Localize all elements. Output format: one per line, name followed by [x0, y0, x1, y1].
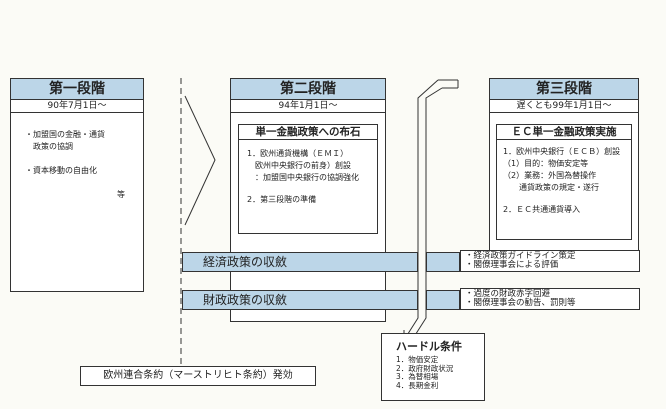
stage3-item: 1．欧州中央銀行（ＥＣＢ）創設 — [503, 147, 621, 156]
stage3-title: 第三段階 — [490, 79, 638, 100]
fiscal-band-right — [426, 290, 460, 310]
stage3-box: ＥＣ単一金融政策実施 1．欧州中央銀行（ＥＣＢ）創設 （1）目的：物価安定等 （… — [496, 124, 632, 240]
fiscal-band: 財政政策の収斂 — [182, 290, 418, 310]
stage3-date: 遅くとも99年1月1日～ — [490, 100, 638, 113]
stage1-panel: 第一段階 90年7月1日～ ・加盟国の金融・通貨 政策の協調 ・資本移動の自由化… — [10, 78, 144, 292]
fiscal-note: ・過度の財政赤字回避 — [465, 289, 551, 299]
hurdle-box: ハードル条件 1．物価安定 2．政府財政状況 3．為替相場 4．長期金利 — [381, 333, 485, 401]
stage1-title: 第一段階 — [11, 79, 143, 100]
economic-band-label: 経済政策の収斂 — [203, 255, 288, 269]
economic-band-right — [426, 252, 460, 272]
stage2-item: 2．第三段階の準備 — [247, 195, 317, 204]
hurdle-item: 2．政府財政状況 — [396, 363, 454, 373]
hurdle-item: 3．為替相場 — [396, 372, 439, 382]
hurdle-title: ハードル条件 — [396, 340, 462, 353]
stage1-item: ・加盟国の金融・通貨 — [25, 130, 105, 139]
stage-arrow — [184, 95, 216, 226]
stage1-date: 90年7月1日～ — [11, 100, 143, 113]
treaty-caption: 欧州連合条約（マーストリヒト条約）発効 — [80, 366, 316, 386]
economic-notes: ・経済政策ガイドライン策定 ・閣僚理事会による評価 — [460, 250, 640, 272]
stage2-box: 単一金融政策への布石 1．欧州通貨機構（ＥＭＩ） 欧州中央銀行の前身）創設 ：加… — [238, 124, 378, 234]
fiscal-band-label: 財政政策の収斂 — [203, 293, 288, 307]
stage1-item: 政策の協調 — [25, 142, 73, 151]
economic-band: 経済政策の収斂 — [182, 252, 418, 272]
stage2-box-title: 単一金融政策への布石 — [239, 125, 377, 140]
fiscal-note: ・閣僚理事会の勧告、罰則等 — [465, 298, 576, 308]
stage2-item: 1．欧州通貨機構（ＥＭＩ） — [247, 149, 349, 158]
stage3-item: 2．ＥＣ共通通貨導入 — [503, 205, 581, 214]
stage1-etc: 等 — [117, 190, 125, 199]
hurdle-pipe-right — [411, 87, 443, 341]
stage2-title: 第二段階 — [231, 79, 385, 100]
economic-note: ・経済政策ガイドライン策定 — [465, 251, 576, 261]
stage3-item: （2）業務：外国為替操作 — [503, 171, 597, 180]
hurdle-item: 4．長期金利 — [396, 380, 439, 390]
stage2-date: 94年1月1日～ — [231, 100, 385, 113]
fiscal-notes: ・過度の財政赤字回避 ・閣僚理事会の勧告、罰則等 — [460, 288, 640, 310]
stage1-item: ・資本移動の自由化 — [25, 166, 97, 175]
stage2-item: ：加盟国中央銀行の協調強化 — [247, 173, 359, 182]
stage3-box-title: ＥＣ単一金融政策実施 — [497, 125, 631, 140]
hurdle-item: 1．物価安定 — [396, 355, 439, 364]
stage3-item: （1）目的：物価安定等 — [503, 159, 589, 168]
stage3-item: 通貨政策の規定・遂行 — [503, 183, 599, 192]
economic-note: ・閣僚理事会による評価 — [465, 260, 559, 270]
stage2-item: 欧州中央銀行の前身）創設 — [247, 161, 351, 170]
